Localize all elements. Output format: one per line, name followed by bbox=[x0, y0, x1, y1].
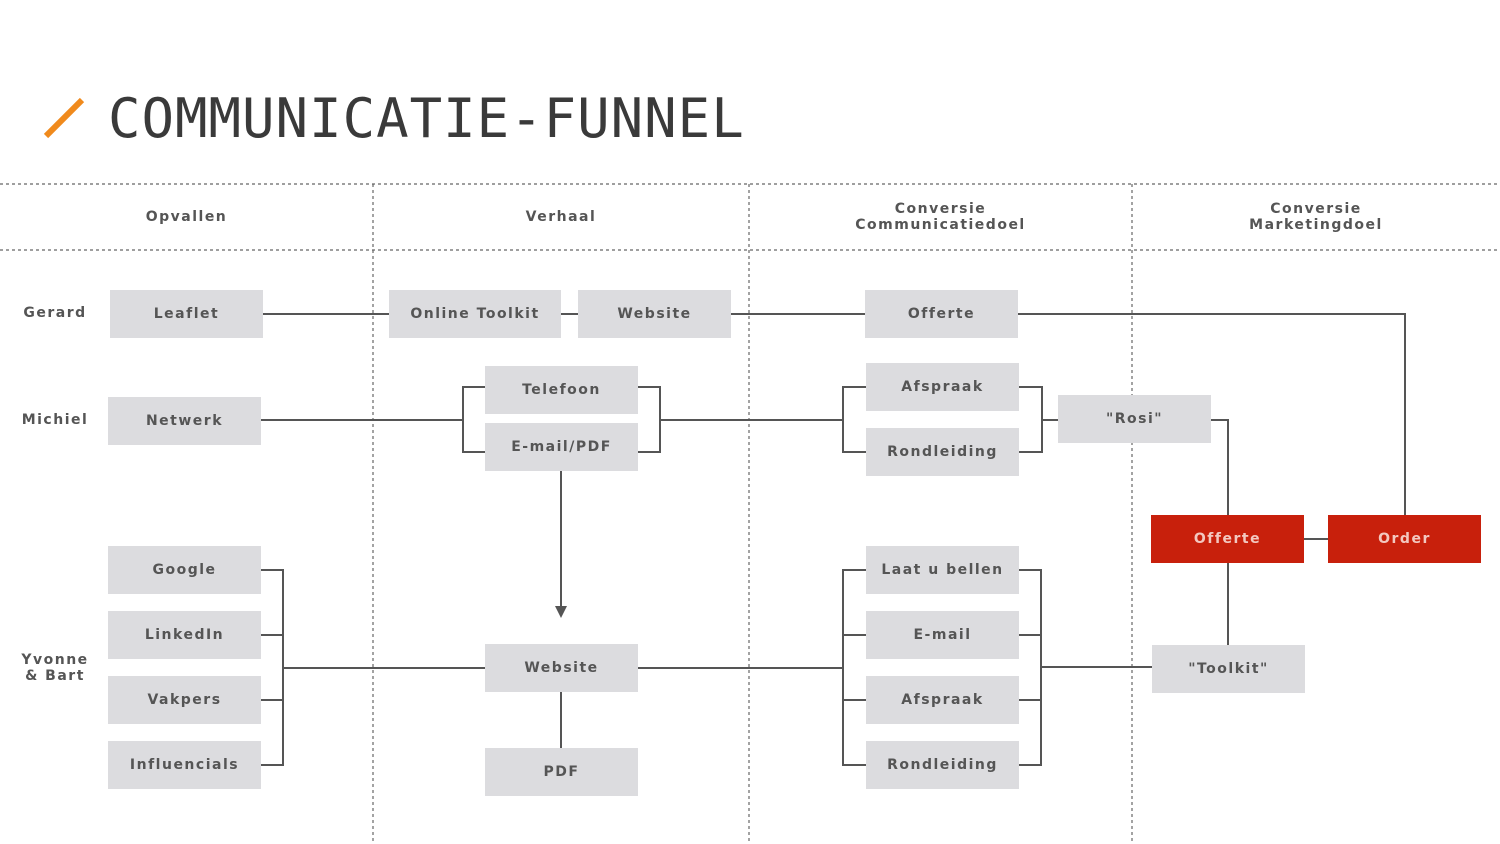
row-label-gerard: Gerard bbox=[23, 305, 87, 321]
node-online-toolkit: Online Toolkit bbox=[389, 290, 561, 338]
node-telefoon: Telefoon bbox=[485, 366, 638, 414]
node-google: Google bbox=[108, 546, 261, 594]
node-vakpers: Vakpers bbox=[108, 676, 261, 724]
node-linkedin: LinkedIn bbox=[108, 611, 261, 659]
node-leaflet: Leaflet bbox=[110, 290, 263, 338]
node-website-gerard: Website bbox=[578, 290, 731, 338]
node-rondleiding-yvonne-bart: Rondleiding bbox=[866, 741, 1019, 789]
node-order-highlight: Order bbox=[1328, 515, 1481, 563]
row-label-yvonne-bart: Yvonne & Bart bbox=[21, 652, 89, 684]
page-title: COMMUNICATIE-FUNNEL bbox=[108, 87, 745, 150]
node-influencials: Influencials bbox=[108, 741, 261, 789]
column-header-conversie-communicatiedoel: Conversie Communicatiedoel bbox=[855, 201, 1026, 233]
column-header-opvallen: Opvallen bbox=[145, 209, 228, 225]
node-email-yvonne-bart: E-mail bbox=[866, 611, 1019, 659]
node-laat-u-bellen: Laat u bellen bbox=[866, 546, 1019, 594]
node-email-pdf: E-mail/PDF bbox=[485, 423, 638, 471]
column-header-verhaal: Verhaal bbox=[525, 209, 597, 225]
node-afspraak-yvonne-bart: Afspraak bbox=[866, 676, 1019, 724]
arrow-down-icon bbox=[555, 606, 567, 618]
node-rosi: "Rosi" bbox=[1058, 395, 1211, 443]
node-toolkit: "Toolkit" bbox=[1152, 645, 1305, 693]
node-offerte-gerard: Offerte bbox=[865, 290, 1018, 338]
node-website-yvonne-bart: Website bbox=[485, 644, 638, 692]
slash-accent-icon bbox=[43, 97, 85, 139]
row-label-michiel: Michiel bbox=[21, 412, 89, 428]
column-header-conversie-marketingdoel: Conversie Marketingdoel bbox=[1249, 201, 1383, 233]
node-pdf: PDF bbox=[485, 748, 638, 796]
node-rondleiding-michiel: Rondleiding bbox=[866, 428, 1019, 476]
node-offerte-highlight: Offerte bbox=[1151, 515, 1304, 563]
node-afspraak-michiel: Afspraak bbox=[866, 363, 1019, 411]
node-netwerk: Netwerk bbox=[108, 397, 261, 445]
